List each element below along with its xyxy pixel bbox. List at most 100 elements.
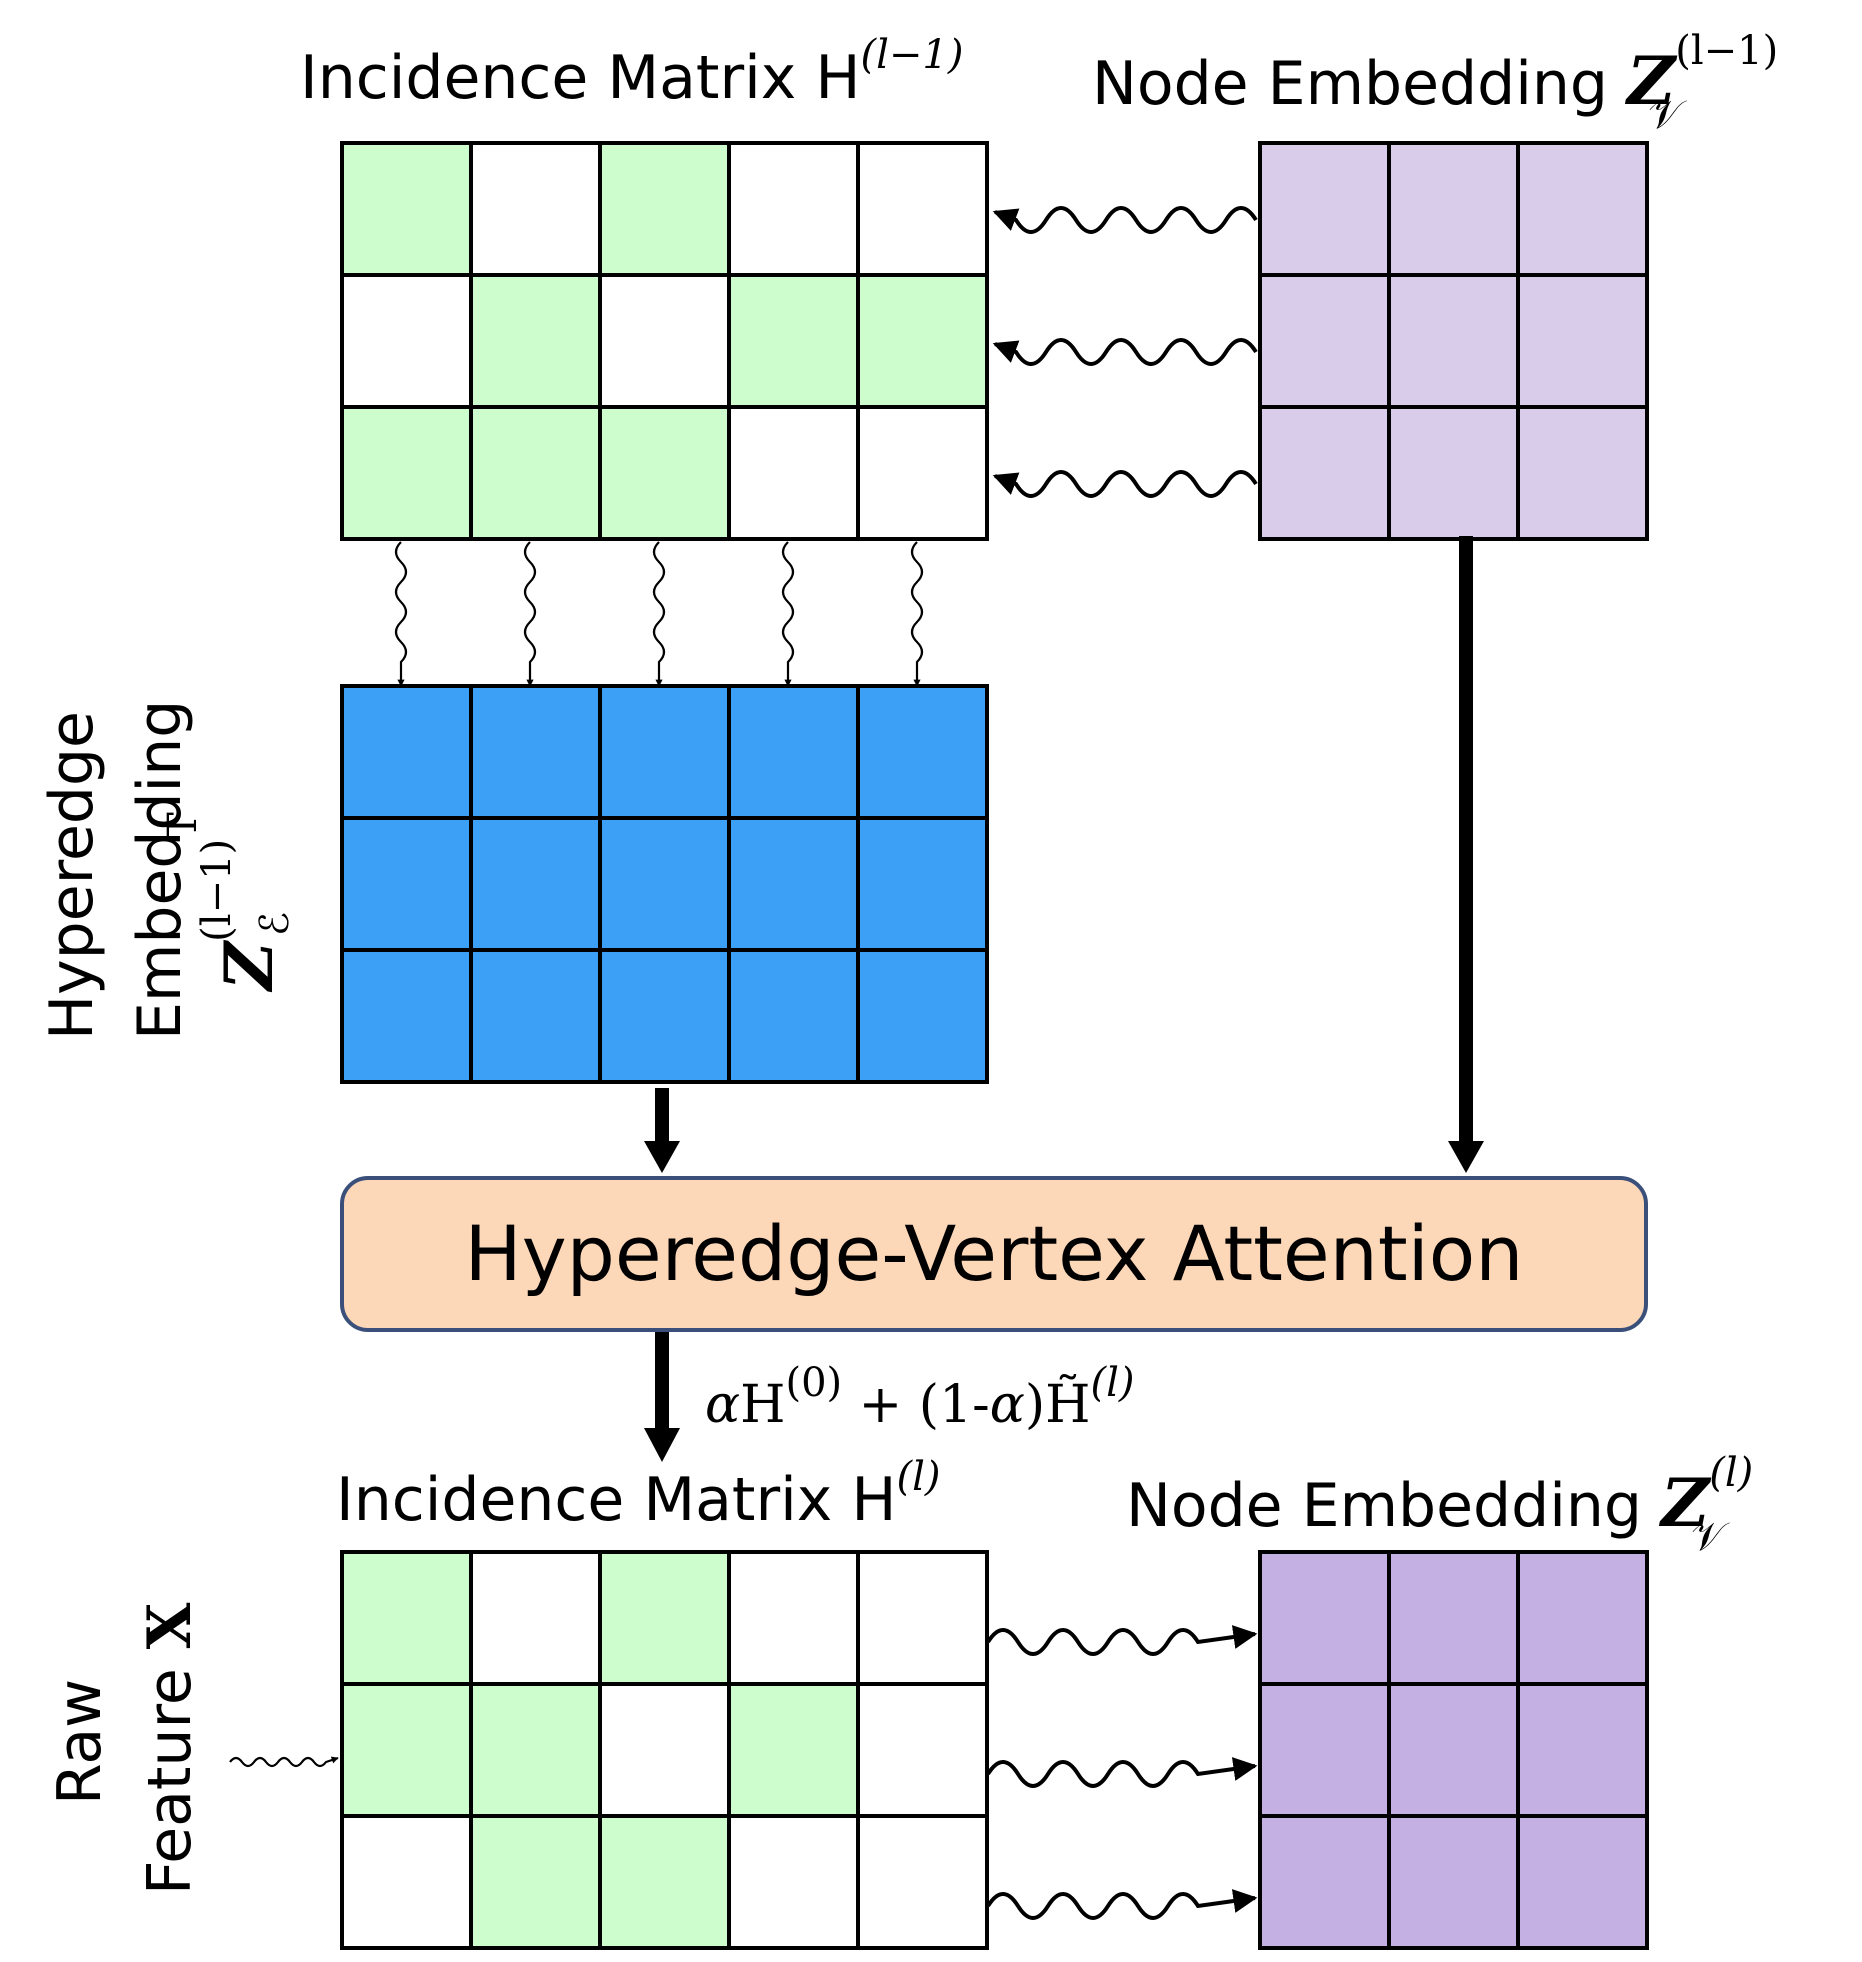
matrix-cell <box>1516 141 1649 277</box>
node-bottom-label: Node Embedding Z(l)𝒱 <box>1126 1450 1753 1560</box>
matrix-cell <box>469 1814 602 1950</box>
wavy-arrow <box>992 206 1258 234</box>
attention-label: Hyperedge-Vertex Attention <box>465 1209 1524 1298</box>
node-embedding-matrix-bottom <box>1258 1550 1649 1950</box>
matrix-cell <box>1516 273 1649 409</box>
matrix-cell <box>598 1682 731 1818</box>
matrix-cell <box>727 948 860 1084</box>
wavy-arrow <box>652 541 666 687</box>
matrix-cell <box>598 816 731 952</box>
attention-box <box>340 1176 1648 1332</box>
matrix-cell <box>340 1550 473 1686</box>
arrowhead <box>1448 1141 1484 1173</box>
matrix-cell <box>598 948 731 1084</box>
raw-feature-label: Raw Feature X <box>45 1602 205 1895</box>
matrix-cell <box>1387 405 1520 541</box>
matrix-cell <box>856 405 989 541</box>
matrix-cell <box>469 684 602 820</box>
matrix-cell <box>340 1682 473 1818</box>
matrix-cell <box>469 1550 602 1686</box>
matrix-cell <box>1387 1550 1520 1686</box>
matrix-cell <box>469 948 602 1084</box>
matrix-cell <box>598 141 731 277</box>
matrix-cell <box>598 684 731 820</box>
update-formula: αH(0) + (1-α)H̃(l) <box>705 1360 1135 1435</box>
matrix-cell <box>856 816 989 952</box>
thick-arrows <box>655 536 1473 1432</box>
svg-text:ℰ: ℰ <box>252 912 298 936</box>
wavy-arrow <box>986 1625 1258 1656</box>
matrix-cell <box>340 405 473 541</box>
incidence-matrix-bottom <box>340 1550 989 1950</box>
wavy-arrows-incidence-to-hyperedge <box>394 541 924 687</box>
arrowhead <box>644 1428 680 1462</box>
matrix-cell <box>727 1550 860 1686</box>
wavy-arrows-node-to-incidence <box>992 206 1258 498</box>
matrix-cell <box>727 1682 860 1818</box>
matrix-cell <box>598 1550 731 1686</box>
hyperedge-embedding-matrix <box>340 684 989 1084</box>
matrix-cell <box>469 273 602 409</box>
wavy-arrow <box>910 541 924 687</box>
svg-text:Embedding: Embedding <box>125 700 195 1040</box>
matrix-cell <box>598 1814 731 1950</box>
matrix-cell <box>856 141 989 277</box>
matrix-cell <box>340 141 473 277</box>
matrix-cell <box>598 273 731 409</box>
wavy-arrow <box>781 541 795 687</box>
matrix-cell <box>1516 1814 1649 1950</box>
svg-text:Feature X: Feature X <box>135 1602 205 1895</box>
matrix-cell <box>727 273 860 409</box>
matrix-cell <box>727 684 860 820</box>
matrix-cell <box>727 405 860 541</box>
matrix-cell <box>469 816 602 952</box>
matrix-cell <box>1258 273 1391 409</box>
matrix-cell <box>1387 273 1520 409</box>
raw-feature-arrow <box>229 1756 339 1768</box>
incidence-top-label: Incidence Matrix H(l−1) <box>300 32 963 113</box>
matrix-cell <box>340 273 473 409</box>
wavy-arrow <box>986 1889 1258 1920</box>
matrix-cell <box>340 816 473 952</box>
matrix-cell <box>340 684 473 820</box>
wavy-arrow <box>992 470 1258 498</box>
matrix-cell <box>469 141 602 277</box>
svg-text:Hyperedge: Hyperedge <box>37 711 107 1040</box>
matrix-cell <box>340 1814 473 1950</box>
svg-text:Raw: Raw <box>45 1679 115 1805</box>
matrix-cell <box>1516 1550 1649 1686</box>
incidence-bottom-label: Incidence Matrix H(l) <box>336 1454 941 1535</box>
matrix-cell <box>1258 405 1391 541</box>
wavy-arrow <box>523 541 537 687</box>
matrix-cell <box>1258 1682 1391 1818</box>
matrix-cell <box>1516 405 1649 541</box>
matrix-cell <box>1516 1682 1649 1818</box>
node-embedding-matrix-top <box>1258 141 1649 541</box>
matrix-cell <box>1258 1814 1391 1950</box>
svg-text:Z(l−1)T: Z(l−1)T <box>160 812 288 993</box>
wavy-arrow <box>992 338 1258 366</box>
incidence-matrix-top <box>340 141 989 541</box>
matrix-cell <box>727 1814 860 1950</box>
hyperedge-label: Hyperedge Embedding Z(l−1)T ℰ <box>37 700 298 1040</box>
matrix-cell <box>727 816 860 952</box>
matrix-cell <box>856 1550 989 1686</box>
matrix-cell <box>856 948 989 1084</box>
matrix-cell <box>1387 1814 1520 1950</box>
matrix-cell <box>856 1682 989 1818</box>
arrowhead <box>644 1141 680 1173</box>
matrix-cell <box>469 1682 602 1818</box>
matrix-cell <box>469 405 602 541</box>
matrix-cell <box>1258 1550 1391 1686</box>
wavy-arrow <box>394 541 408 687</box>
wavy-arrow <box>986 1757 1258 1788</box>
matrix-cell <box>856 273 989 409</box>
matrix-cell <box>1387 1682 1520 1818</box>
matrix-cell <box>856 684 989 820</box>
node-top-label: Node Embedding Z(l−1)𝒱 <box>1092 28 1778 138</box>
matrix-cell <box>727 141 860 277</box>
matrix-cell <box>340 948 473 1084</box>
matrix-cell <box>1258 141 1391 277</box>
wavy-arrows-incidence-to-node <box>986 1625 1258 1920</box>
matrix-cell <box>856 1814 989 1950</box>
